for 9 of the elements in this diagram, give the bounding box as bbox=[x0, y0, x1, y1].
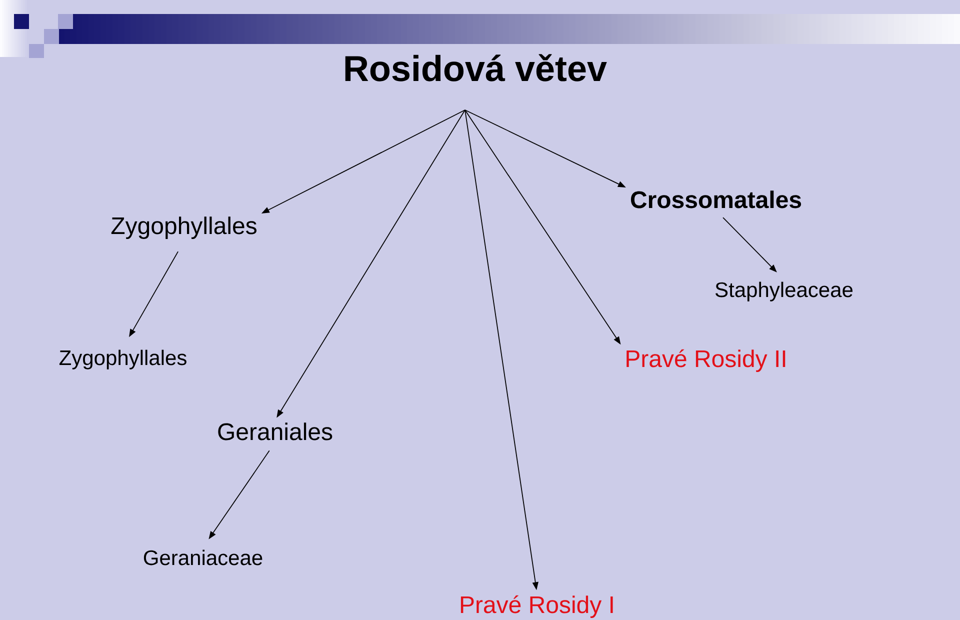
taxon-label: Crossomatales bbox=[630, 190, 802, 208]
taxon-label: Staphyleaceae bbox=[716, 282, 853, 302]
title: Rosidová větev bbox=[345, 54, 607, 82]
taxon-label: Zygophyllales bbox=[111, 216, 256, 239]
taxon-label: Geraniaceae bbox=[144, 550, 262, 566]
taxon-label: Pravé Rosidy II bbox=[626, 349, 786, 372]
taxon-label: Pravé Rosidy I bbox=[460, 595, 613, 618]
taxon-label: Zygophyllales bbox=[59, 350, 186, 370]
taxon-label: Geraniales bbox=[218, 422, 332, 440]
